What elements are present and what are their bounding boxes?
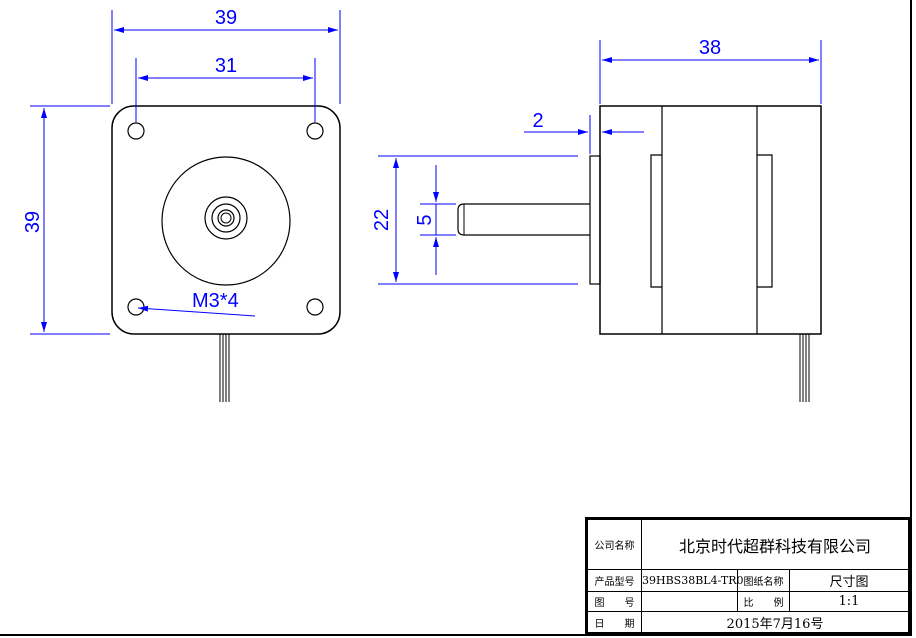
mounting-hole-bottom-left: [127, 298, 145, 316]
drawing-no-label: 图 号: [587, 591, 642, 612]
dim-text-5: 5: [414, 214, 436, 225]
drawing-name-label: 图纸名称: [737, 569, 790, 592]
mounting-hole-top-left: [127, 122, 145, 140]
shaft-core-circle: [220, 212, 232, 224]
mounting-hole-bottom-right: [306, 298, 324, 316]
hole-callout-text: M3*4: [192, 290, 239, 312]
side-lead-wires: [799, 334, 810, 402]
date-label: 日 期: [587, 611, 642, 633]
stator-profile: [650, 154, 773, 288]
side-view: 38 2 22 5: [371, 37, 822, 402]
shaft-mid-circle: [211, 203, 241, 233]
drawing-name-value: 尺寸图: [789, 569, 909, 592]
front-view: 39 31 39 M3*4: [22, 7, 341, 402]
company-label: 公司名称: [587, 519, 642, 570]
mounting-hole-top-right: [306, 122, 324, 140]
hole-callout-leader: [137, 305, 256, 317]
dim-text-22: 22: [371, 209, 393, 231]
title-block: 公司名称 北京时代超群科技有限公司 产品型号 39HBS38BL4-TR0 图纸…: [585, 517, 911, 634]
date-value: 2015年7月16号: [641, 611, 909, 633]
pilot-boss-circle: [161, 156, 291, 286]
company-name: 北京时代超群科技有限公司: [641, 519, 909, 570]
model-value: 39HBS38BL4-TR0: [641, 569, 744, 592]
scale-value: 1:1: [789, 591, 909, 612]
dim-text-38: 38: [699, 37, 721, 59]
dim-text-39-left: 39: [22, 211, 44, 233]
front-boss: [589, 155, 601, 285]
scale-label: 比 例: [737, 591, 790, 612]
side-body-outline: [599, 105, 822, 335]
front-lead-wires: [219, 334, 230, 402]
dim-text-2: 2: [532, 110, 543, 132]
dim-text-39-top: 39: [215, 7, 237, 29]
dim-text-31: 31: [215, 55, 237, 77]
model-label: 产品型号: [587, 569, 642, 592]
drawing-no-value: [641, 591, 738, 612]
shaft-inner-circle: [217, 209, 235, 227]
output-shaft: [457, 203, 590, 236]
shaft-outer-circle: [204, 196, 248, 240]
